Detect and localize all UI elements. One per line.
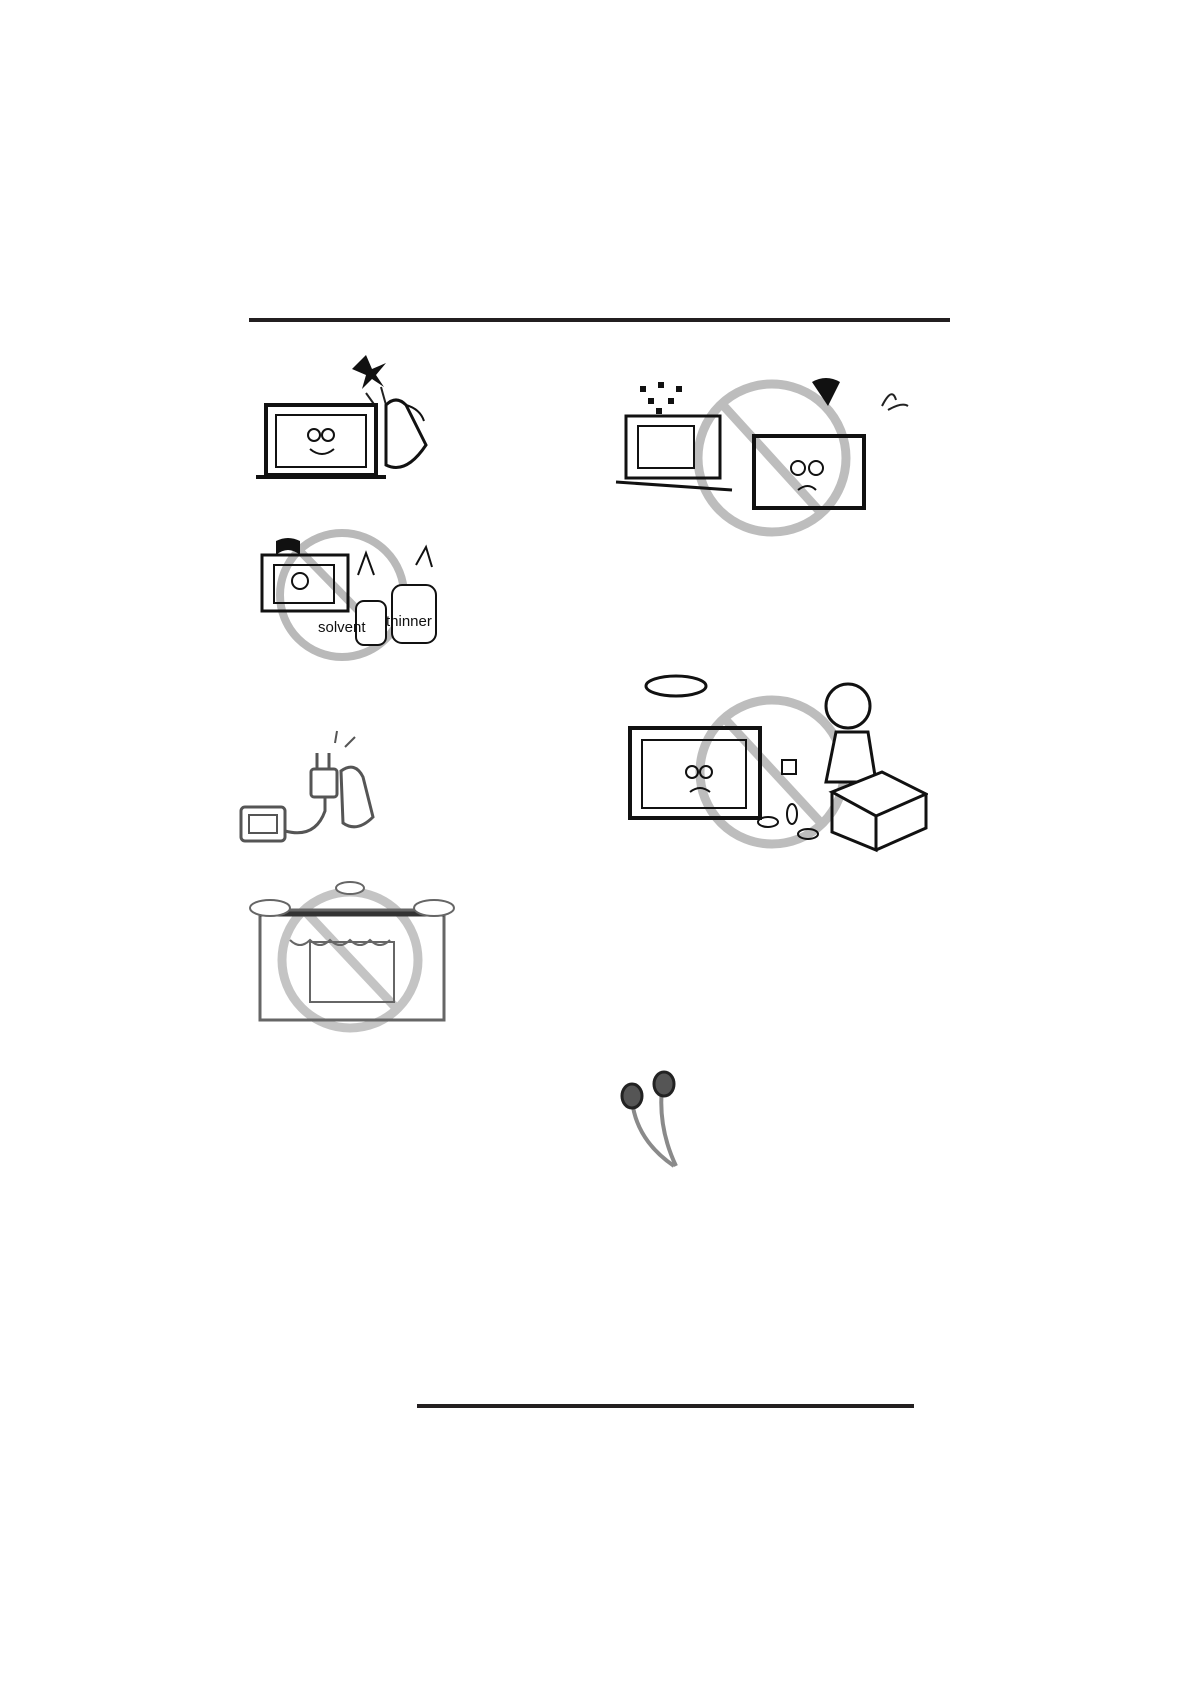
tv-near-microwave-illustration [612, 368, 928, 538]
top-rule [249, 318, 950, 322]
tv-enclosed-cabinet-illustration [246, 880, 458, 1040]
bottom-rule [417, 1404, 914, 1408]
tv-cleaning-cloth-illustration [246, 345, 458, 495]
unplug-before-cleaning-illustration [237, 725, 397, 855]
tv-solvent-thinner-illustration: solvent thinner [246, 515, 458, 665]
child-clips-into-tv-illustration [622, 672, 928, 856]
thinner-label: thinner [386, 613, 432, 630]
solvent-label: solvent [318, 619, 366, 636]
earphones-illustration [618, 1070, 698, 1174]
